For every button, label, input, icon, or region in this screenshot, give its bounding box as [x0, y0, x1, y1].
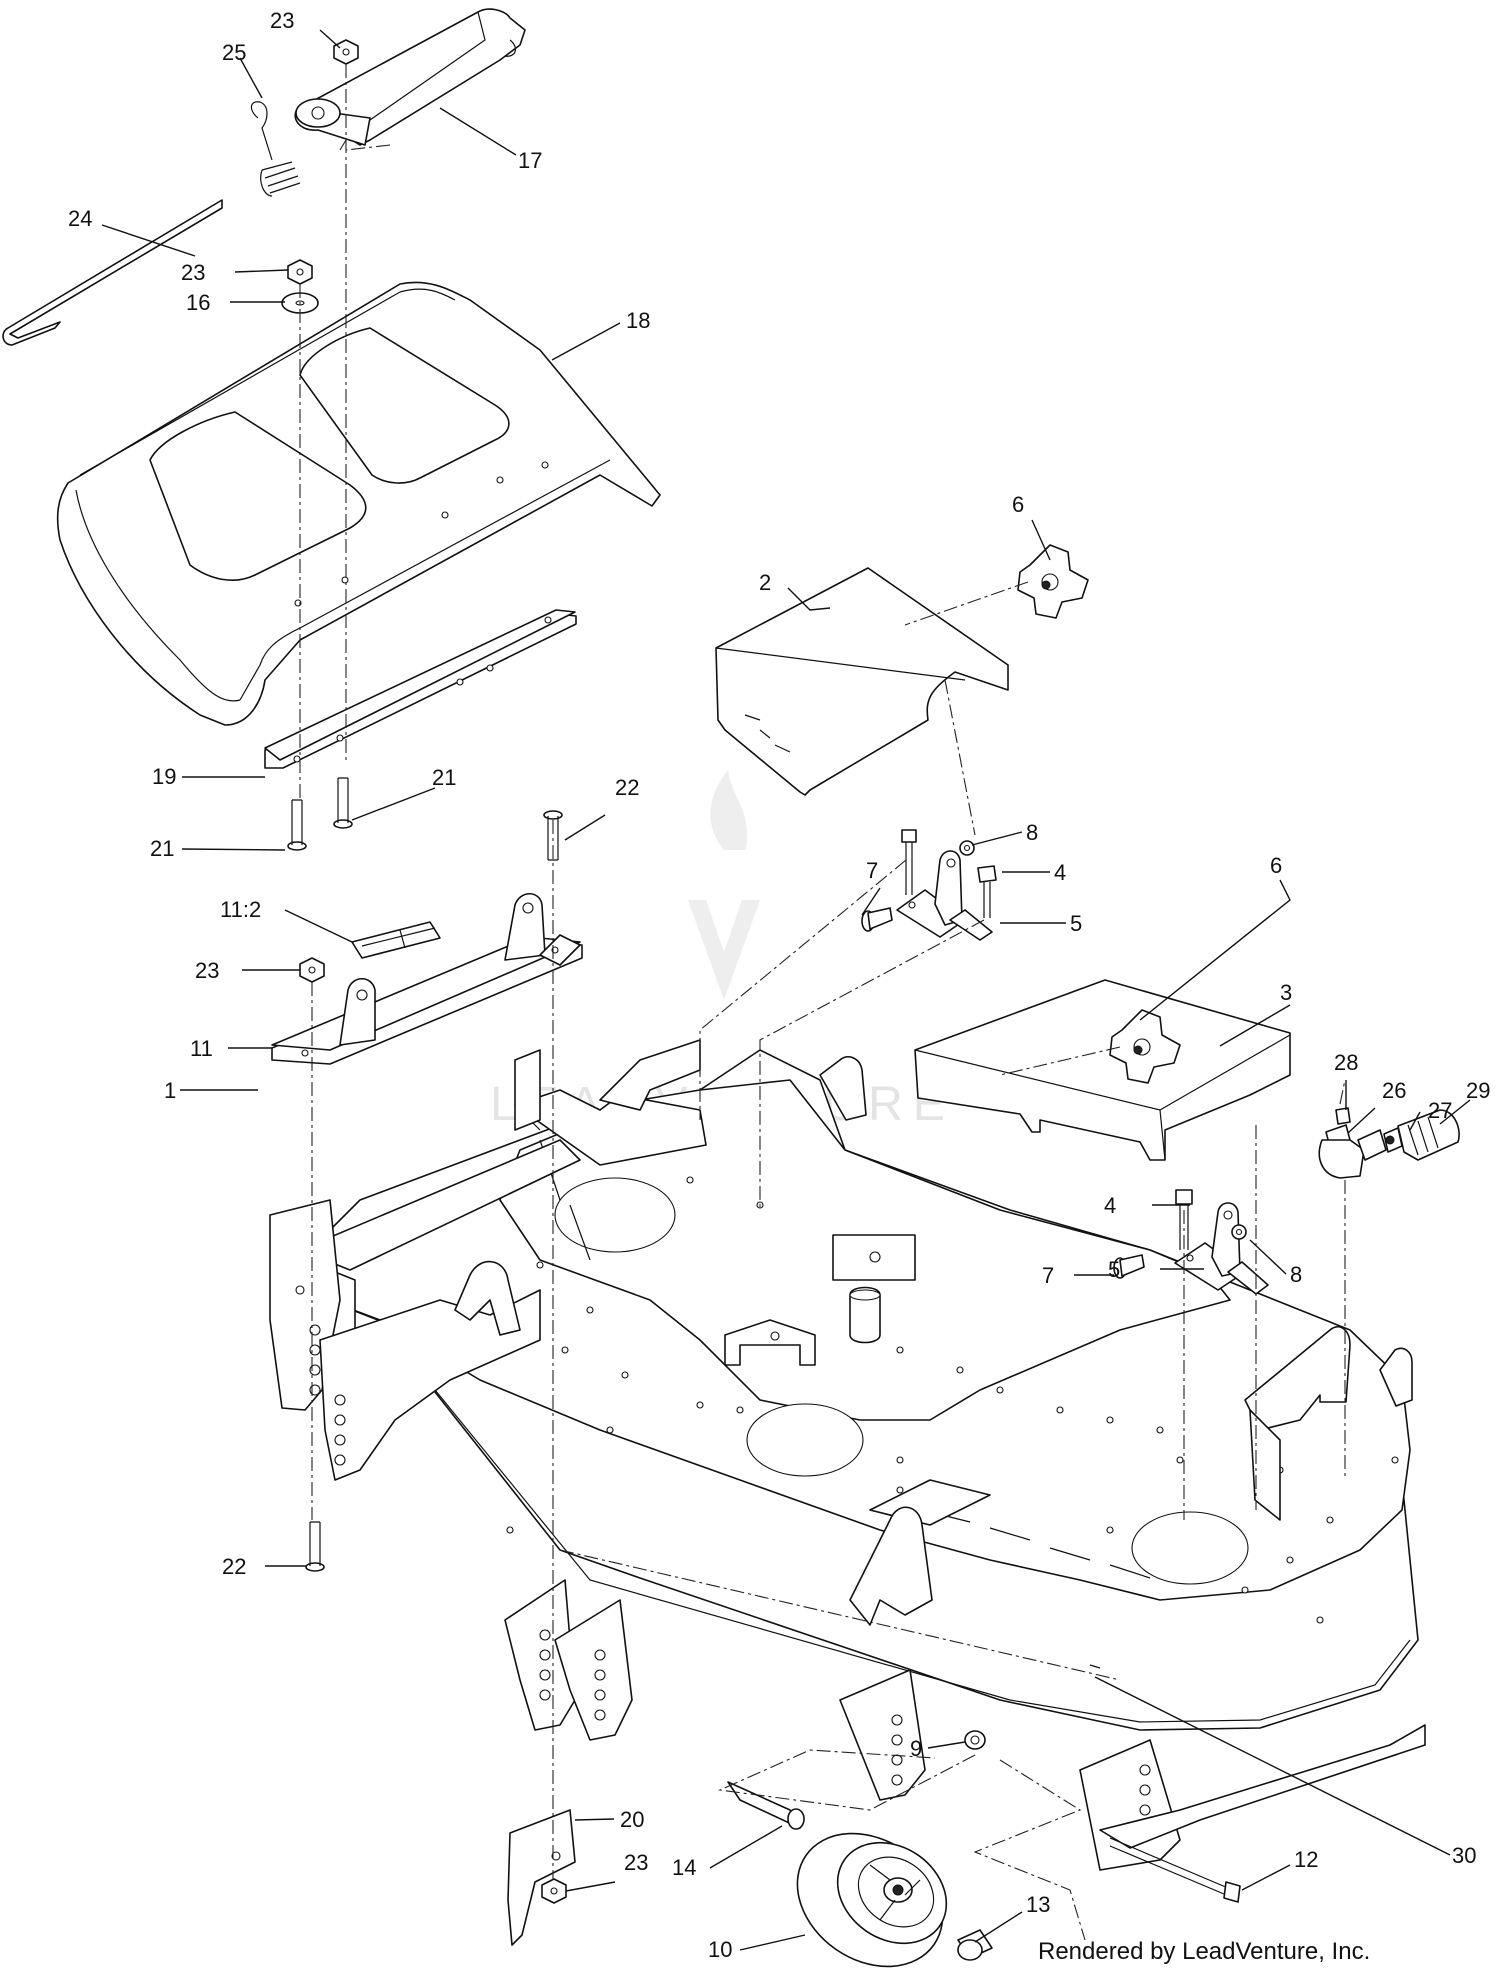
callout-2: 2 — [759, 570, 771, 595]
callout-18: 18 — [626, 308, 650, 333]
nut-23-top — [333, 39, 359, 65]
screw-22-top — [543, 810, 563, 861]
callout-7-lower: 7 — [1042, 1263, 1054, 1288]
knob-upper — [1017, 544, 1089, 619]
belt-cover-bracket-lower — [1174, 1202, 1269, 1295]
callout-8-upper: 8 — [1026, 820, 1038, 845]
callout-7-upper: 7 — [866, 858, 878, 883]
spring — [250, 101, 301, 197]
grease-fitting-assembly — [1318, 1107, 1460, 1179]
callout-30: 30 — [1452, 1843, 1476, 1868]
screw-21-right — [333, 777, 353, 829]
callout-22-top: 22 — [615, 775, 639, 800]
callout-19: 19 — [152, 764, 176, 789]
nut-23-bottom — [541, 1878, 567, 1904]
caster-wheel — [796, 1832, 948, 1968]
washer-8-upper — [959, 840, 975, 856]
decal — [351, 921, 441, 959]
alignment-lines — [299, 64, 1346, 1941]
callout-23-plate: 23 — [195, 958, 219, 983]
axle-14 — [727, 1781, 805, 1830]
callout-20: 20 — [620, 1807, 644, 1832]
bracket-20 — [507, 1809, 576, 1946]
lift-lever — [294, 8, 526, 146]
callout-29: 29 — [1466, 1078, 1490, 1103]
bolt-12 — [1109, 1837, 1241, 1903]
callout-11: 11 — [190, 1036, 213, 1061]
callout-23-bottom: 23 — [624, 1850, 648, 1875]
callout-27: 27 — [1428, 1098, 1452, 1123]
bolt-4-lower — [1175, 1189, 1193, 1250]
washer-8-lower — [1231, 1224, 1247, 1240]
belt-cover-bracket-upper — [896, 850, 993, 941]
nut-23-upper — [287, 259, 313, 285]
bolt-upper — [901, 829, 917, 895]
callout-23-top: 23 — [270, 8, 294, 33]
callout-6-upper: 6 — [1012, 492, 1024, 517]
callout-9: 9 — [910, 1736, 922, 1761]
mower-deck — [269, 1039, 1426, 1871]
callout-10: 10 — [708, 1937, 732, 1962]
callout-12: 12 — [1294, 1847, 1318, 1872]
callout-17: 17 — [518, 148, 542, 173]
pin-7-lower — [1113, 1254, 1145, 1279]
callout-4-upper: 4 — [1054, 860, 1066, 885]
callout-11-2: 11:2 — [220, 897, 261, 922]
callout-16: 16 — [186, 290, 210, 315]
callout-4-lower: 4 — [1104, 1193, 1116, 1218]
mounting-plate — [271, 892, 583, 1065]
belt-cover-right — [914, 979, 1291, 1161]
belt-30-mark — [1089, 1664, 1101, 1669]
callout-8-lower: 8 — [1290, 1262, 1302, 1287]
lift-rod — [2, 199, 223, 346]
callout-leaders — [101, 29, 1471, 1951]
shield-cover — [56, 281, 661, 726]
nut-23-plate — [299, 957, 325, 983]
callout-21-right: 21 — [432, 765, 456, 790]
rendered-by-footer: Rendered by LeadVenture, Inc. — [1038, 1938, 1371, 1965]
callout-23-upper: 23 — [181, 260, 205, 285]
callout-labels: 1 2 3 4 4 5 5 6 6 7 7 8 8 9 10 11 11:2 1… — [68, 8, 1490, 1962]
screw-22-bottom — [305, 1521, 325, 1572]
callout-14: 14 — [672, 1855, 696, 1880]
callout-13: 13 — [1026, 1892, 1050, 1917]
screw-21-left — [287, 799, 307, 851]
pin-7-upper — [861, 907, 893, 932]
callout-5-upper: 5 — [1070, 911, 1082, 936]
callout-26: 26 — [1382, 1078, 1406, 1103]
knob-lower — [1109, 1009, 1181, 1084]
callout-3: 3 — [1280, 980, 1292, 1005]
callout-6-lower: 6 — [1270, 853, 1282, 878]
callout-24: 24 — [68, 206, 92, 231]
callout-28: 28 — [1334, 1050, 1358, 1075]
backing-plate — [264, 609, 577, 769]
bolt-4-upper — [977, 865, 997, 918]
callout-21-left: 21 — [150, 836, 174, 861]
callout-25: 25 — [222, 40, 246, 65]
callout-22-bottom: 22 — [222, 1554, 246, 1579]
spacer-9 — [964, 1730, 986, 1750]
callout-5-lower: 5 — [1108, 1257, 1120, 1282]
callout-1: 1 — [164, 1078, 176, 1103]
belt-cover-left — [715, 567, 1009, 796]
